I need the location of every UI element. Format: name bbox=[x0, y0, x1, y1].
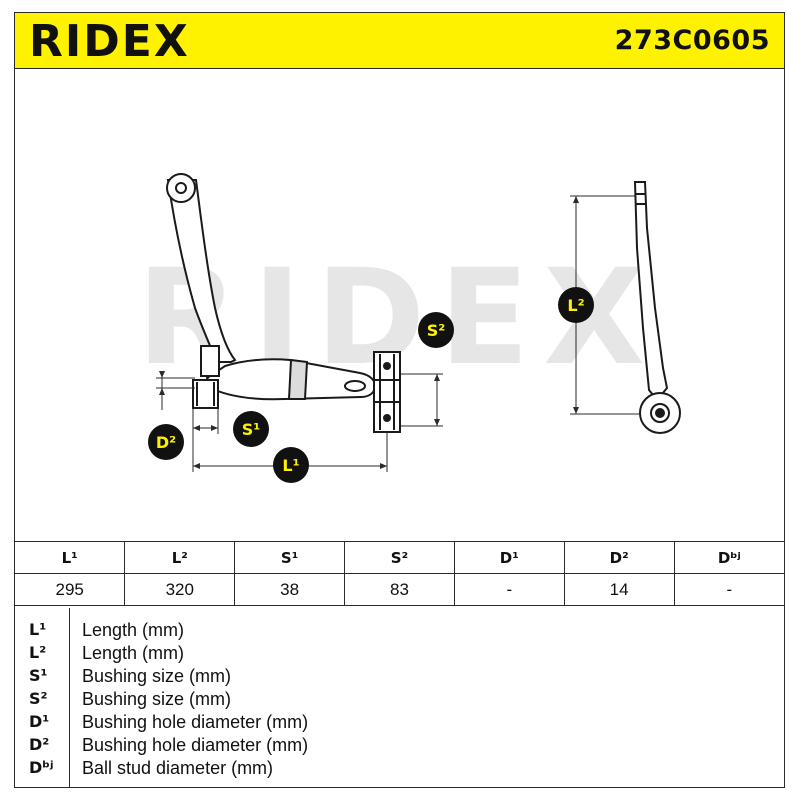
arrow-head bbox=[193, 425, 200, 431]
specs-header-d1: D¹ bbox=[453, 541, 565, 574]
specs-value-dbj: - bbox=[673, 573, 784, 606]
specs-value-row: 295 320 38 83 - 14 - bbox=[15, 573, 784, 606]
arrow-head bbox=[159, 371, 165, 378]
legend-text: Bushing size (mm) bbox=[82, 689, 232, 709]
specs-header-l1: L¹ bbox=[15, 541, 126, 574]
legend-item: D² Bushing hole diameter (mm) bbox=[15, 734, 784, 756]
legend-text: Bushing size (mm) bbox=[82, 666, 232, 686]
side-ball-joint-center bbox=[655, 408, 665, 418]
legend-text: Length (mm) bbox=[82, 620, 185, 640]
legend-text: Bushing hole diameter (mm) bbox=[82, 712, 309, 732]
arrow-head bbox=[380, 463, 387, 469]
badge-d2: D² bbox=[148, 424, 184, 460]
specs-value-d2: 14 bbox=[563, 573, 675, 606]
arrow-head bbox=[159, 388, 165, 395]
specs-header-s1: S¹ bbox=[234, 541, 346, 574]
badge-l2: L² bbox=[558, 287, 594, 323]
legend-item: S¹ Bushing size (mm) bbox=[15, 665, 784, 687]
specs-value-l1: 295 bbox=[15, 573, 126, 606]
arm-upper-beam bbox=[166, 179, 237, 363]
drawing-canvas: RIDEX bbox=[137, 173, 681, 483]
dimension-arrows bbox=[159, 196, 579, 469]
legend-divider bbox=[69, 608, 70, 787]
bushing-s2-bolt bbox=[383, 414, 391, 422]
legend-symbol: D¹ bbox=[29, 712, 50, 731]
badge-l1-label: L¹ bbox=[282, 456, 299, 475]
arm-elbow-stem bbox=[200, 345, 220, 377]
legend-symbol: L² bbox=[29, 643, 47, 662]
arrow-head bbox=[211, 425, 218, 431]
legend-symbol: L¹ bbox=[29, 620, 47, 639]
legend-text: Ball stud diameter (mm) bbox=[82, 758, 274, 778]
header-bar: RIDEX 273C0605 bbox=[15, 13, 784, 69]
legend: L¹ Length (mm) L² Length (mm) S¹ Bushing… bbox=[15, 608, 784, 787]
product-sheet: RIDEX 273C0605 RIDEX bbox=[14, 12, 785, 788]
legend-symbol: S² bbox=[29, 689, 48, 708]
specs-table: L¹ L² S¹ S² D¹ D² Dᵇʲ 295 320 38 83 - 14… bbox=[15, 541, 784, 606]
specs-header-row: L¹ L² S¹ S² D¹ D² Dᵇʲ bbox=[15, 541, 784, 574]
badge-d2-label: D² bbox=[156, 433, 176, 452]
badge-l1-circle bbox=[273, 447, 309, 483]
bushing-s2-bolt bbox=[383, 362, 391, 370]
badge-s1-circle bbox=[233, 411, 269, 447]
legend-item: S² Bushing size (mm) bbox=[15, 688, 784, 710]
badge-l1: L¹ bbox=[273, 447, 309, 483]
control-arm-side-view bbox=[633, 181, 681, 434]
brand-logo: RIDEX bbox=[29, 18, 190, 62]
part-number: 273C0605 bbox=[614, 25, 770, 56]
specs-header-d2: D² bbox=[563, 541, 675, 574]
legend-item: D¹ Bushing hole diameter (mm) bbox=[15, 711, 784, 733]
specs-value-d1: - bbox=[453, 573, 565, 606]
technical-drawing: RIDEX bbox=[15, 68, 784, 541]
legend-symbol: D² bbox=[29, 735, 50, 754]
badge-s1-label: S¹ bbox=[242, 420, 261, 439]
arrow-head bbox=[573, 407, 579, 414]
specs-header-l2: L² bbox=[124, 541, 236, 574]
badge-l2-label: L² bbox=[567, 296, 584, 315]
specs-value-l2: 320 bbox=[124, 573, 236, 606]
arrow-head bbox=[573, 196, 579, 203]
side-arm-beam bbox=[633, 181, 669, 402]
legend-symbol: Dᵇʲ bbox=[29, 758, 54, 777]
legend-text: Bushing hole diameter (mm) bbox=[82, 735, 309, 755]
badge-s2: S² bbox=[418, 312, 454, 348]
arrow-head bbox=[193, 463, 200, 469]
legend-item: L² Length (mm) bbox=[15, 642, 784, 664]
legend-text: Length (mm) bbox=[82, 643, 185, 663]
arrow-head bbox=[434, 419, 440, 426]
legend-item: Dᵇʲ Ball stud diameter (mm) bbox=[15, 757, 784, 779]
arm-end-slot bbox=[344, 380, 366, 392]
brand-logo-text: RIDEX bbox=[29, 18, 190, 62]
specs-value-s2: 83 bbox=[344, 573, 455, 606]
control-arm-front-view bbox=[166, 173, 401, 433]
badge-s2-circle bbox=[418, 312, 454, 348]
specs-header-dbj: Dᵇʲ bbox=[673, 541, 784, 574]
legend-symbol: S¹ bbox=[29, 666, 48, 685]
top-mount-hole bbox=[175, 182, 187, 194]
specs-header-s2: S² bbox=[344, 541, 455, 574]
bushing-s2-center bbox=[373, 379, 401, 403]
arm-sleeve-band bbox=[287, 358, 309, 400]
legend-item: L¹ Length (mm) bbox=[15, 619, 784, 641]
arrow-head bbox=[434, 374, 440, 381]
badge-d2-circle bbox=[148, 424, 184, 460]
specs-value-s1: 38 bbox=[234, 573, 346, 606]
badge-s2-label: S² bbox=[427, 321, 446, 340]
badge-l2-circle bbox=[558, 287, 594, 323]
badge-s1: S¹ bbox=[233, 411, 269, 447]
